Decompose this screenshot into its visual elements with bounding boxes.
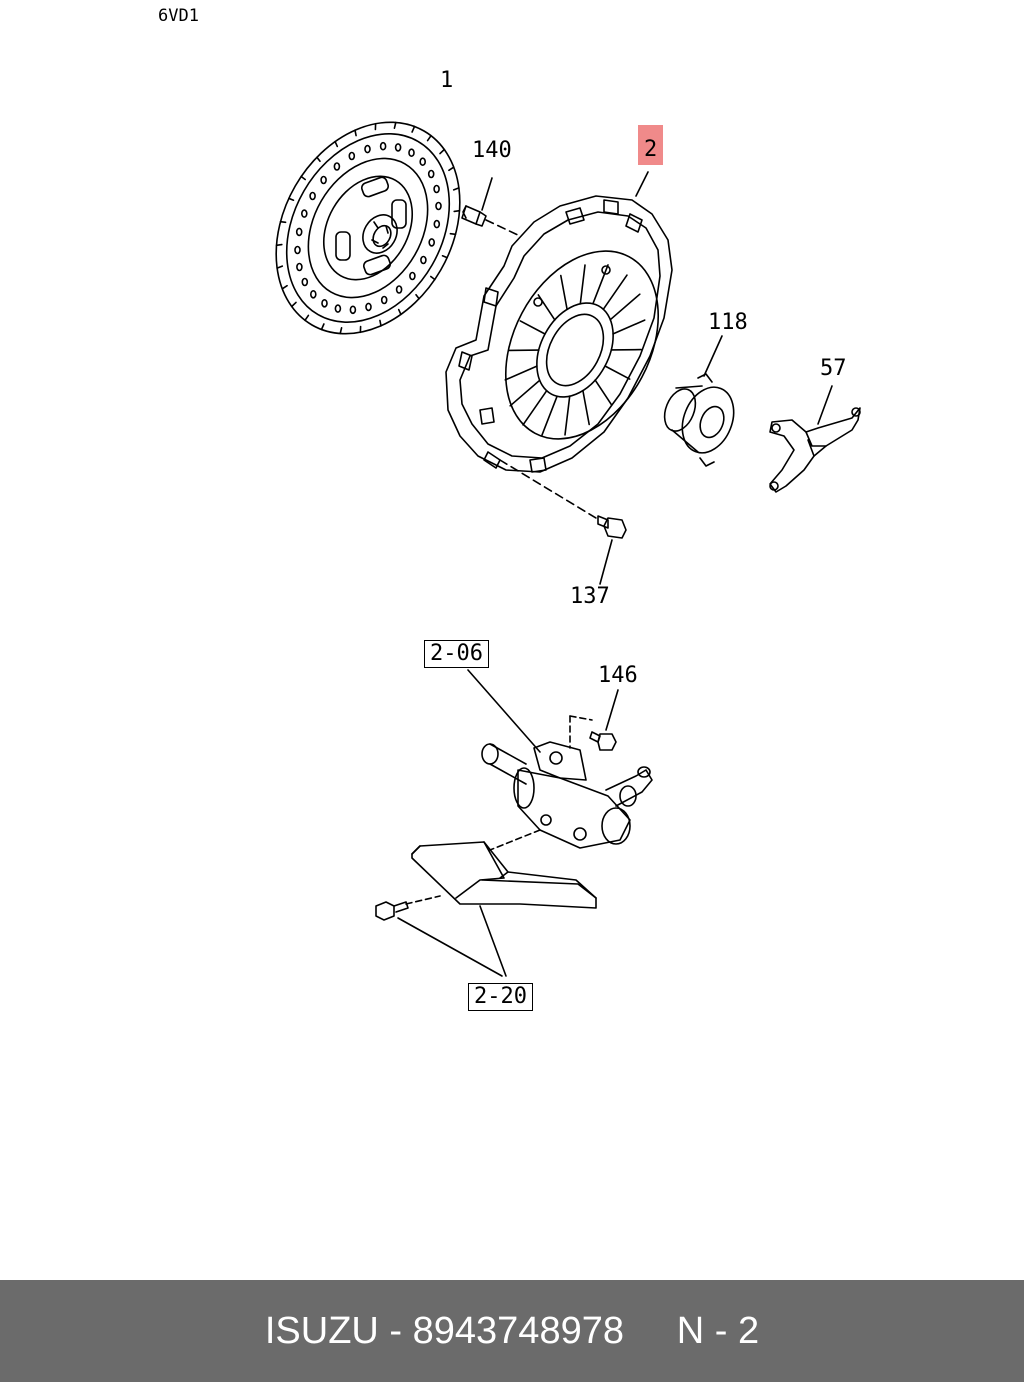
cover-bolt (499, 459, 627, 585)
callout-slave-bolt: 146 (598, 663, 638, 688)
callout-bearing: 118 (708, 310, 748, 335)
ref-box-slave[interactable]: 2-06 (424, 640, 489, 668)
callout-pin: 140 (472, 138, 512, 163)
footer-separator: - (378, 1309, 413, 1352)
parts-diagram: 6VD1 1 2 140 118 57 137 2-06 146 2-20 (158, 6, 861, 1011)
footer-brand: ISUZU (264, 1309, 379, 1352)
slave-cylinder (467, 669, 653, 851)
ref-box-bracket[interactable]: 2-20 (468, 983, 533, 1011)
bracket (375, 841, 597, 977)
callout-cover-highlighted: 2 (638, 125, 664, 165)
callout-fork: 57 (820, 356, 847, 381)
clutch-cover (445, 171, 673, 473)
footer-part-number: 8943748978 (412, 1309, 624, 1352)
footer-bar: ISUZU - 8943748978 N - 2 (0, 1280, 1024, 1382)
clutch-disc (275, 121, 461, 335)
release-bearing (663, 335, 735, 467)
engine-code: 6VD1 (158, 6, 199, 26)
callout-disc: 1 (440, 68, 454, 93)
footer-page: N - 2 (676, 1309, 760, 1352)
footer-gap (624, 1310, 677, 1353)
callout-bolt: 137 (570, 584, 610, 609)
pilot-pin (461, 177, 521, 237)
release-fork (769, 385, 861, 493)
